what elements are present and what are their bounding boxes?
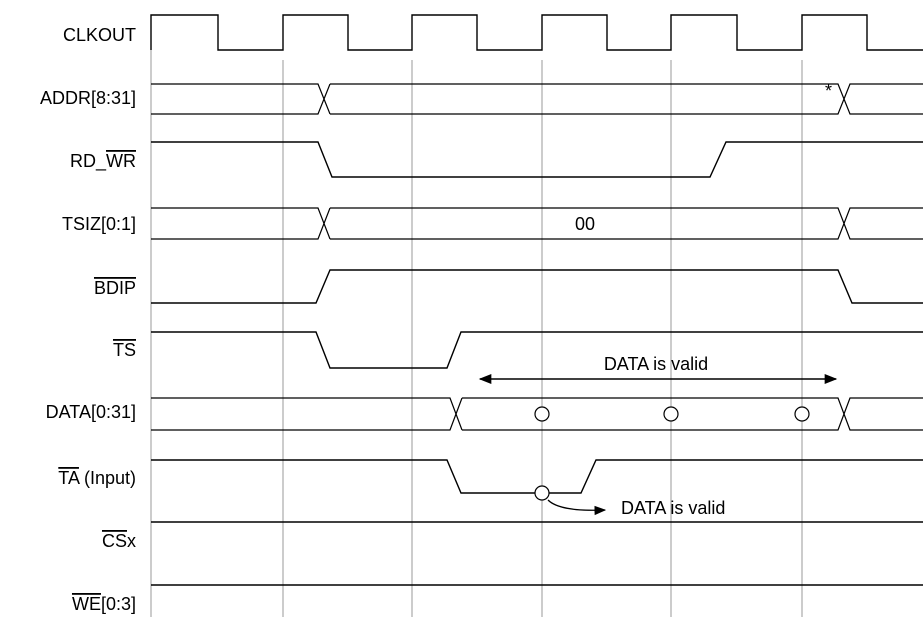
waveform-data	[151, 397, 923, 431]
signal-label-bdip: BDIP	[94, 278, 136, 298]
overline-text: TS	[113, 340, 136, 360]
overline-text: WR	[106, 151, 136, 171]
tsiz-value: 00	[575, 214, 595, 234]
sample-point	[663, 406, 679, 422]
signal-labels: CLKOUT ADDR[8:31] RD_WR TSIZ[0:1] BDIP T…	[40, 25, 136, 614]
addr-marker: *	[825, 81, 832, 101]
signal-label-we: WE[0:3]	[72, 594, 136, 614]
signal-label-data: DATA[0:31]	[46, 402, 136, 422]
signal-label-clkout: CLKOUT	[63, 25, 136, 45]
signal-label-rd-wr: RD_WR	[70, 151, 136, 172]
signal-label-tsiz: TSIZ[0:1]	[62, 214, 136, 234]
ta-note-arrow	[547, 499, 607, 516]
ta-note-label: DATA is valid	[621, 498, 725, 518]
waveform-addr: *	[151, 81, 923, 115]
signal-label-csx: CSx	[102, 531, 136, 551]
waveform-bdip	[151, 269, 923, 304]
signal-label-addr: ADDR[8:31]	[40, 88, 136, 108]
signal-label-ta: TA (Input)	[58, 468, 136, 488]
signal-label-ts: TS	[113, 340, 136, 360]
overline-text: WE	[72, 594, 101, 614]
waveform-ts	[151, 331, 923, 369]
overline-text: TA	[58, 468, 80, 488]
waveform-rd-wr	[151, 141, 923, 178]
waveform-tsiz: 00	[151, 207, 923, 240]
waveform-ta: DATA is valid	[151, 459, 923, 518]
waveform-clkout	[150, 14, 923, 51]
overline-text: CS	[102, 531, 127, 551]
data-valid-span: DATA is valid	[478, 354, 838, 385]
data-valid-span-label: DATA is valid	[604, 354, 708, 374]
clock-edge-gridlines	[282, 60, 803, 617]
sample-point	[534, 406, 550, 422]
overline-text: BDIP	[94, 278, 136, 298]
ta-sample-point	[534, 485, 550, 501]
sample-point	[794, 406, 810, 422]
